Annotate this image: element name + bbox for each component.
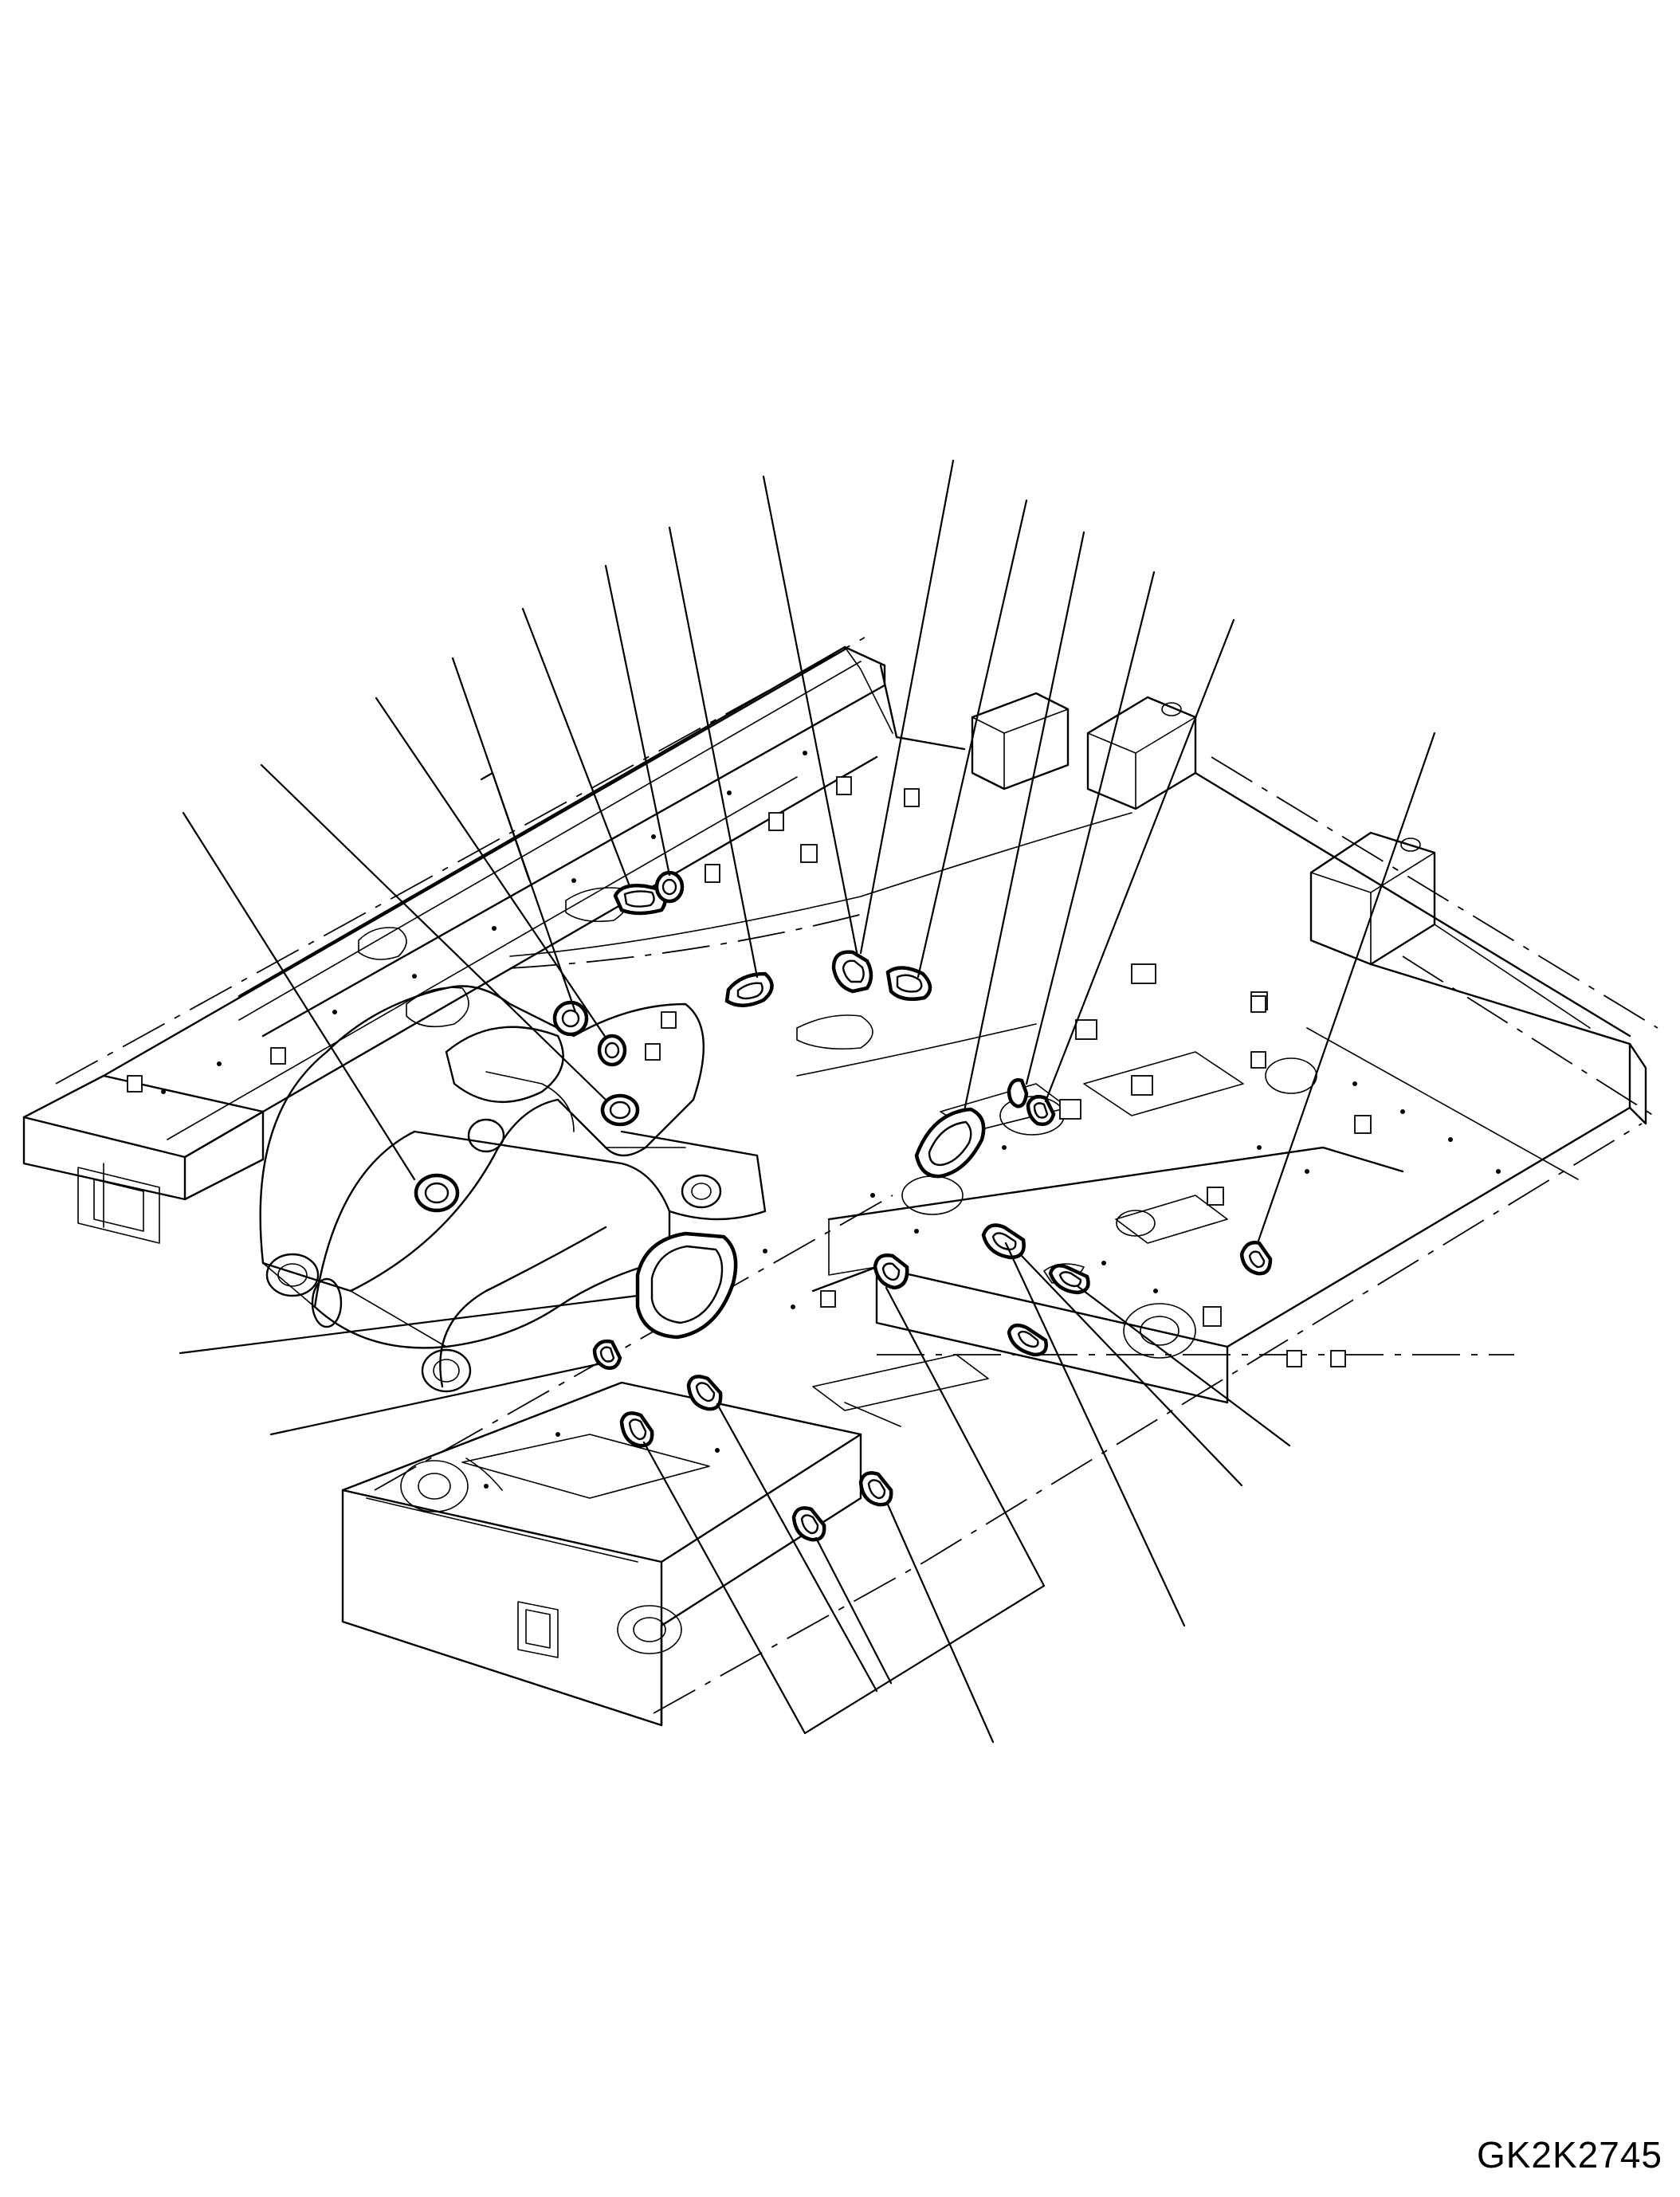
- leader-lines: [179, 459, 1436, 1744]
- grommets: [414, 870, 1273, 1542]
- drawing-code-label: GK2K2745: [1476, 2134, 1662, 2175]
- frame-outline: [22, 637, 1658, 1727]
- rivet-holes: [161, 751, 1501, 1489]
